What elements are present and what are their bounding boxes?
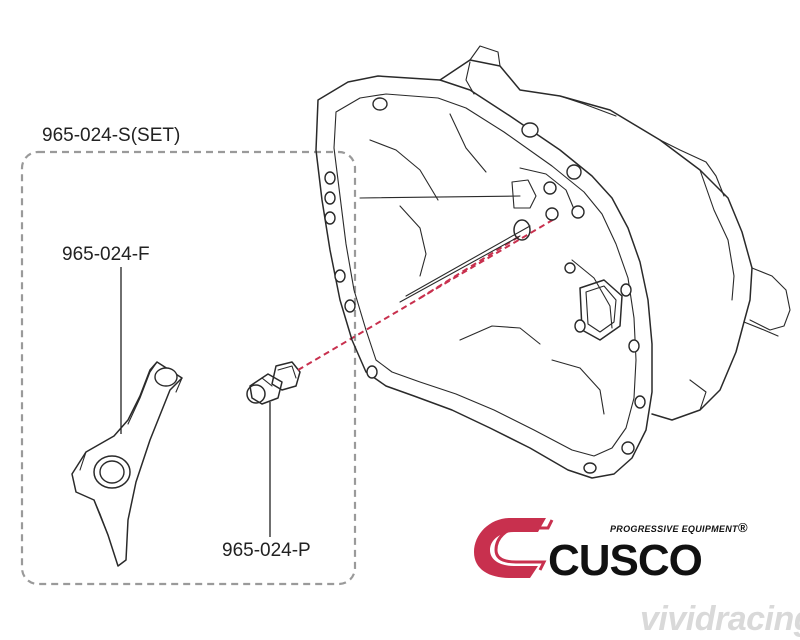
fork-part-number: 965-024-F [62,244,150,265]
watermark-text: vividracing [640,600,800,638]
brand-name: CUSCO [548,536,702,585]
logo-swoosh-inner [494,519,554,571]
bellhousing-drawing [315,45,791,479]
brand-tagline: PROGRESSIVE EQUIPMENT [610,524,739,534]
release-fork-drawing [71,361,183,567]
set-part-number: 965-024-S(SET) [42,125,180,146]
logo-swoosh-mark [474,518,546,578]
registered-mark: ® [738,520,748,535]
install-path [297,217,557,371]
set-grouping-box [20,150,357,586]
cusco-logo: PROGRESSIVE EQUIPMENT ® CUSCO [474,518,748,585]
pivot-part-number: 965-024-P [222,540,311,561]
pivot-stud-drawing [246,361,301,405]
